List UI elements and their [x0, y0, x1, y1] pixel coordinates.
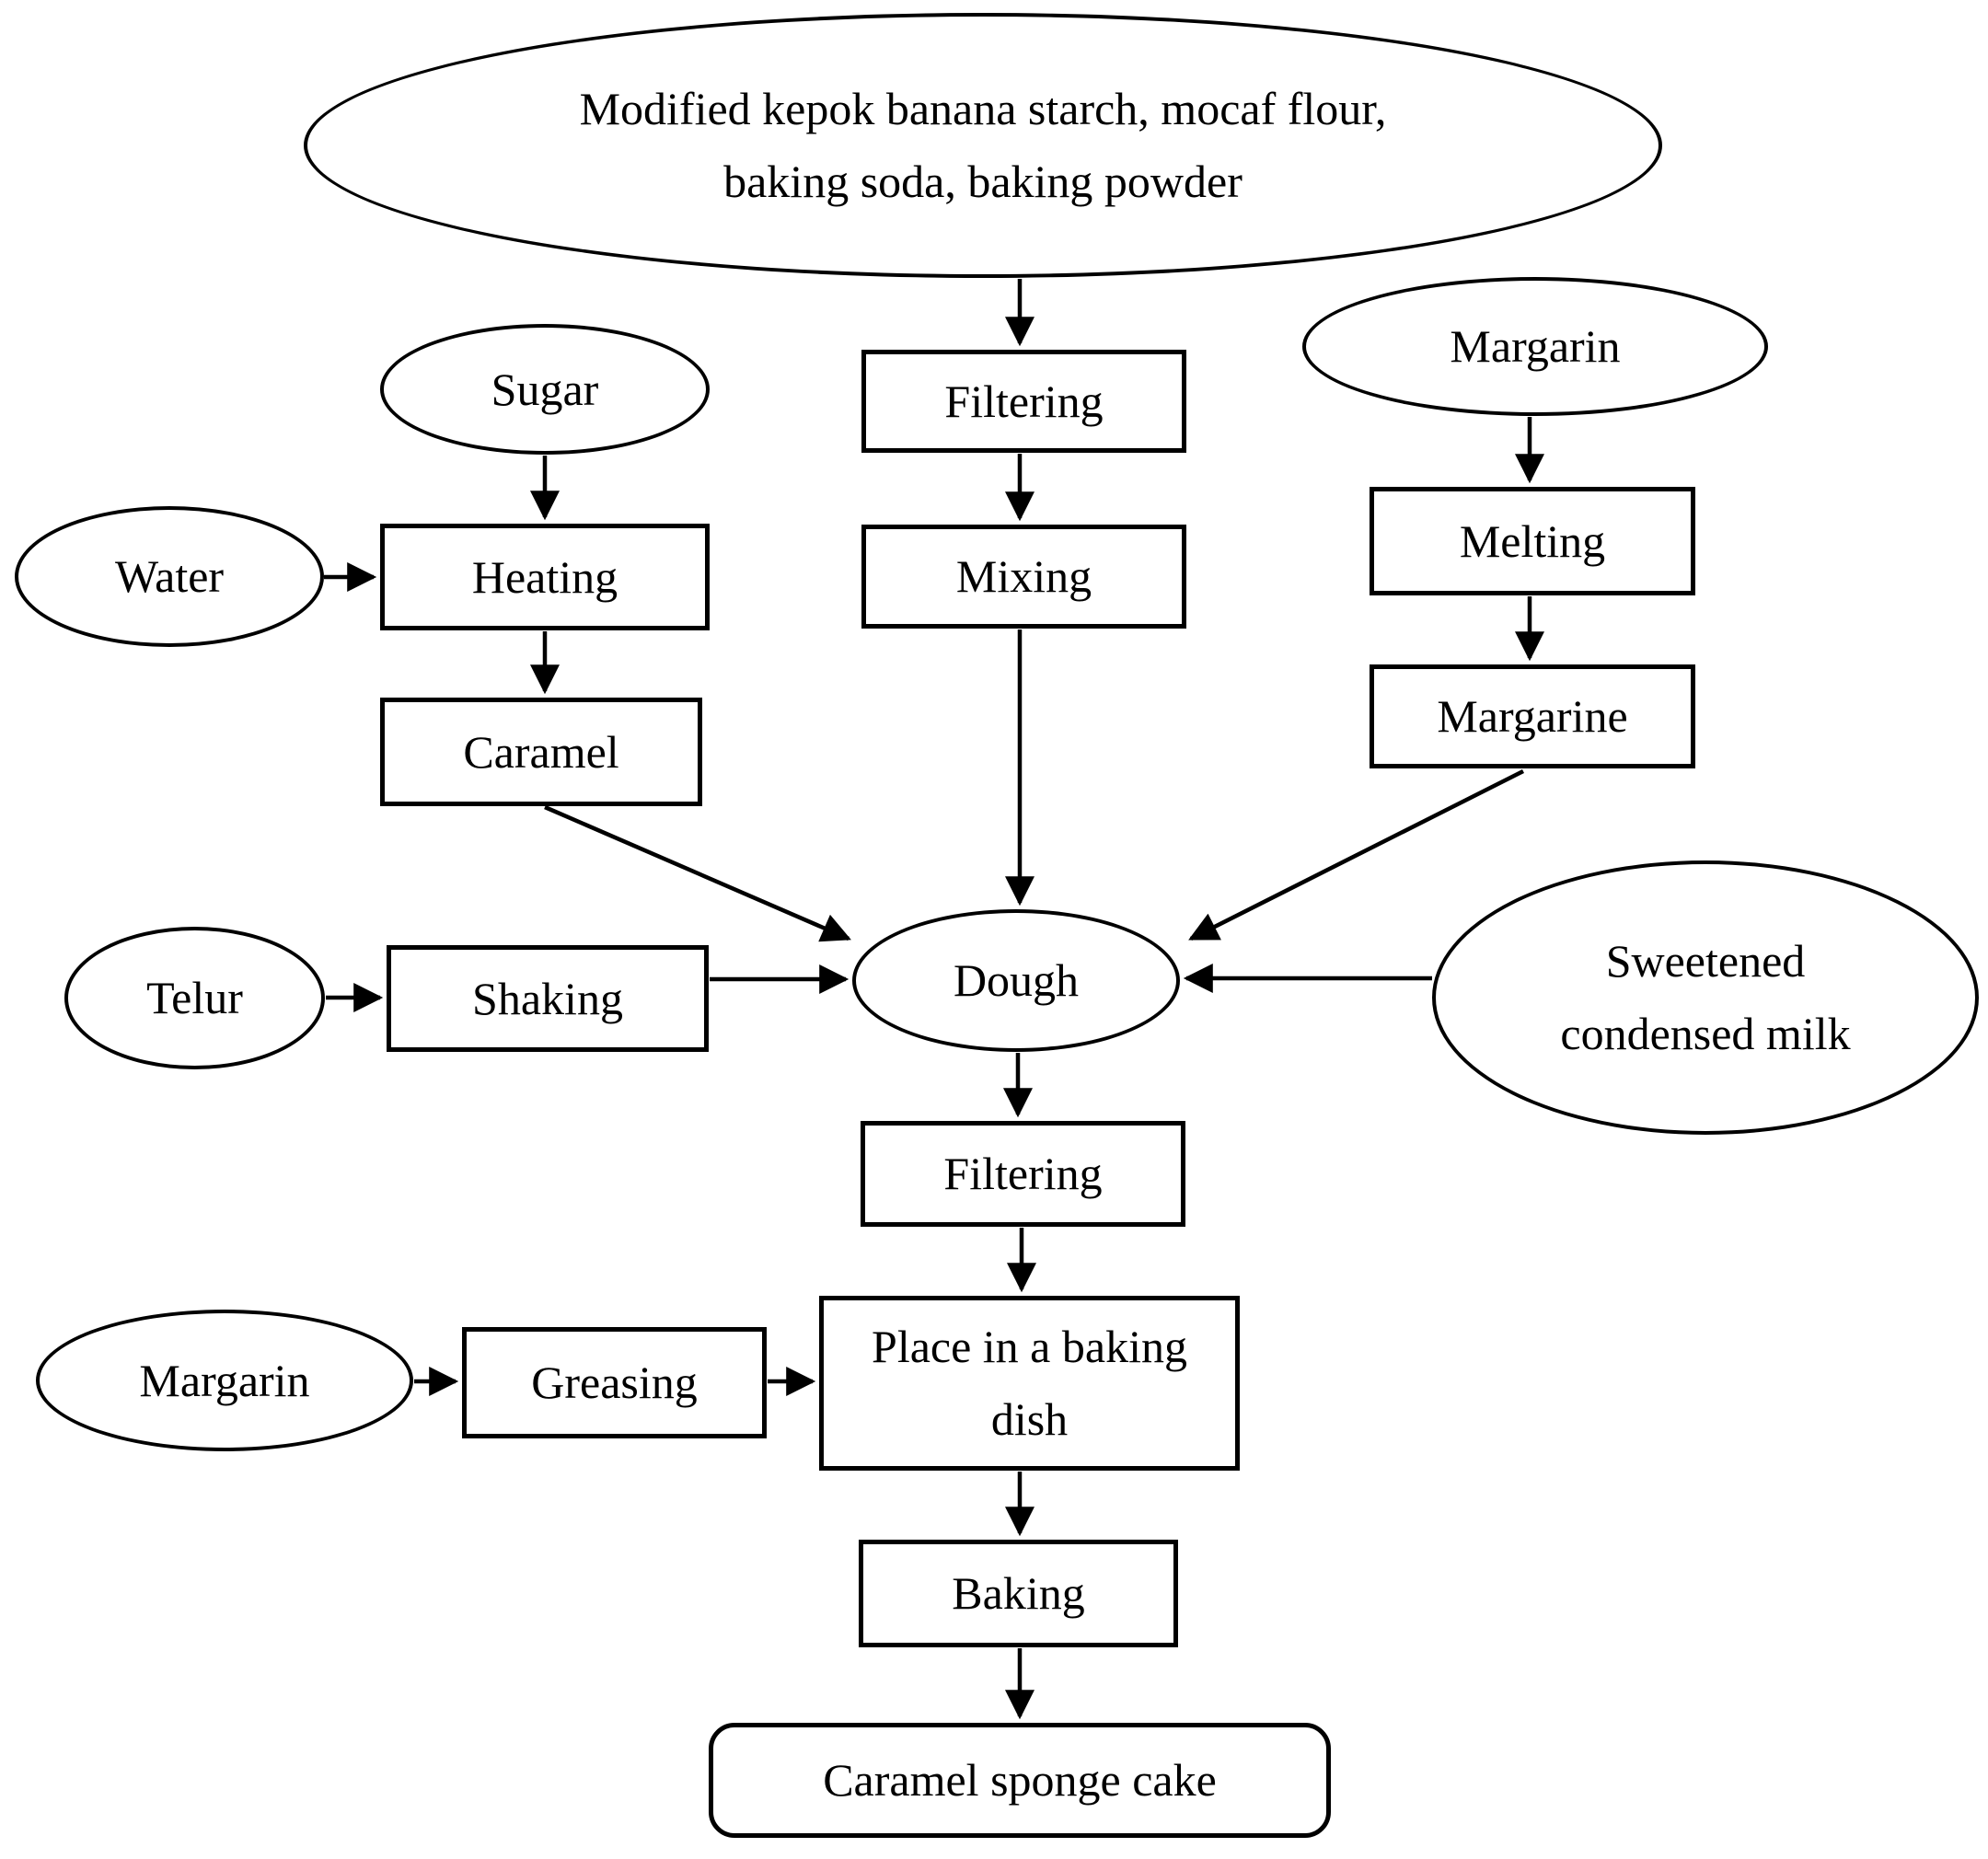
mixing-label: Mixing: [955, 550, 1092, 603]
condensed-milk-label-line1: Sweetened: [1605, 935, 1806, 987]
node-mixing-box: Mixing: [861, 525, 1186, 629]
node-ingredients-ellipse: Modified kepok banana starch, mocaf flou…: [304, 13, 1662, 278]
ingredients-label-line2: baking soda, baking powder: [723, 156, 1242, 207]
baking-label: Baking: [952, 1567, 1085, 1620]
node-shaking-box: Shaking: [387, 945, 709, 1052]
node-dough-ellipse: Dough: [852, 909, 1180, 1052]
caramel-sponge-cake-label: Caramel sponge cake: [823, 1754, 1217, 1807]
greasing-label: Greasing: [531, 1357, 698, 1409]
node-water-ellipse: Water: [15, 506, 324, 647]
node-telur-ellipse: Telur: [64, 927, 325, 1069]
node-greasing-box: Greasing: [462, 1327, 767, 1438]
filtering-bottom-label: Filtering: [943, 1148, 1103, 1200]
arrow-caramel-to-dough: [544, 804, 851, 942]
filtering-top-label: Filtering: [944, 375, 1104, 427]
sugar-label: Sugar: [491, 363, 599, 415]
dough-label: Dough: [953, 954, 1080, 1007]
node-heating-box: Heating: [380, 524, 710, 630]
margarin-top-label: Margarin: [1450, 320, 1621, 373]
node-filtering-top-box: Filtering: [861, 350, 1186, 453]
node-margarin-bottom-ellipse: Margarin: [36, 1310, 413, 1451]
ingredients-label-line1: Modified kepok banana starch, mocaf flou…: [579, 83, 1387, 134]
node-margarin-top-ellipse: Margarin: [1302, 277, 1768, 416]
margarin-bottom-label: Margarin: [139, 1354, 310, 1406]
node-place-in-baking-dish-box: Place in a baking dish: [819, 1296, 1240, 1471]
water-label: Water: [114, 550, 225, 603]
node-caramel-box: Caramel: [380, 698, 702, 806]
melting-label: Melting: [1459, 514, 1606, 567]
arrow-margarine-to-dough: [1188, 768, 1525, 941]
node-sugar-ellipse: Sugar: [380, 324, 710, 455]
node-melting-box: Melting: [1370, 487, 1695, 595]
caramel-label: Caramel: [463, 725, 619, 778]
place-in-dish-label-line2: dish: [990, 1393, 1069, 1445]
condensed-milk-label-line2: condensed milk: [1560, 1008, 1851, 1059]
margarine-label: Margarine: [1437, 690, 1628, 743]
node-sweetened-condensed-milk-ellipse: Sweetened condensed milk: [1432, 860, 1979, 1135]
place-in-dish-label-line1: Place in a baking: [872, 1321, 1187, 1372]
node-margarine-box: Margarine: [1370, 664, 1695, 768]
telur-label: Telur: [146, 972, 243, 1024]
node-baking-box: Baking: [859, 1540, 1178, 1647]
heating-label: Heating: [471, 550, 618, 603]
shaking-label: Shaking: [472, 972, 623, 1024]
node-caramel-sponge-cake: Caramel sponge cake: [709, 1723, 1331, 1838]
node-filtering-bottom-box: Filtering: [861, 1121, 1185, 1227]
